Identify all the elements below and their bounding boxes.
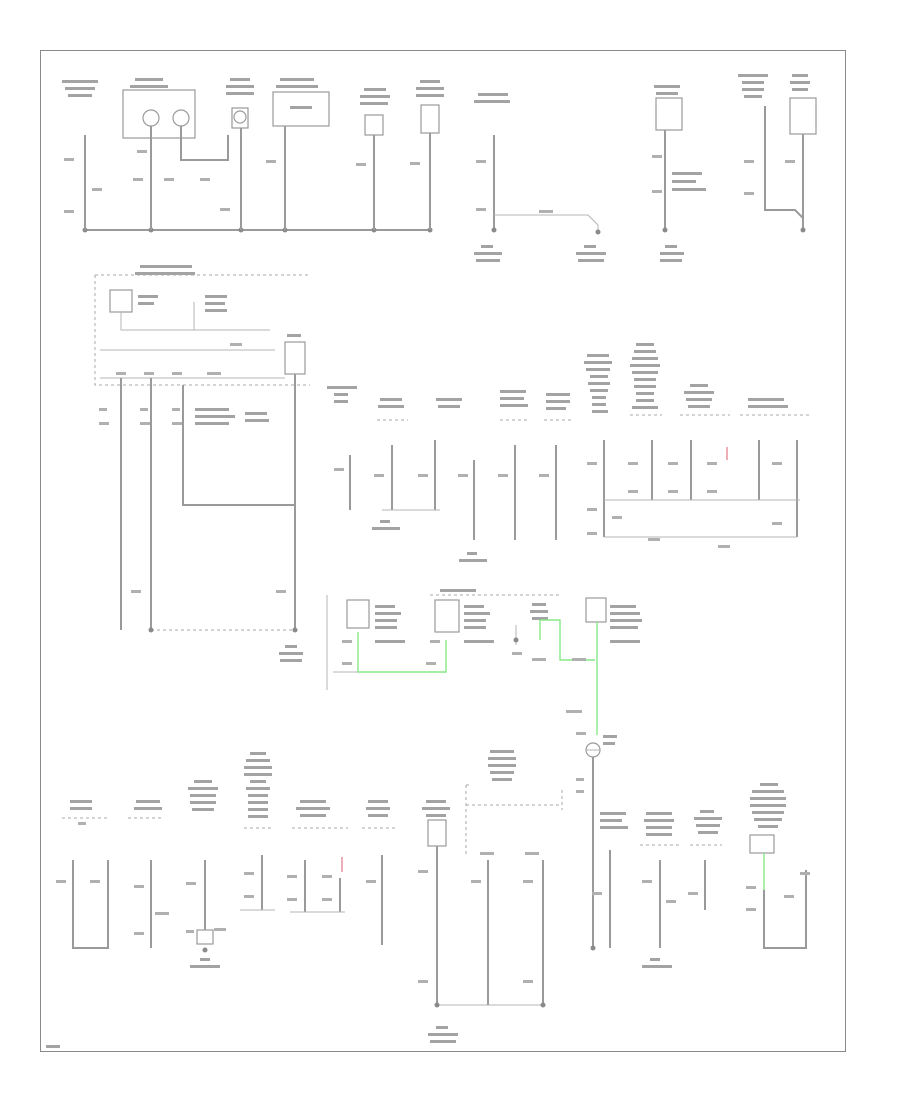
left-connector-block — [94, 265, 310, 662]
footer-tag — [46, 1045, 60, 1048]
top-component-3 — [220, 78, 254, 230]
middle-row-components — [327, 386, 572, 562]
top-component-4 — [266, 78, 330, 230]
top-component-5 — [356, 88, 390, 230]
top-component-2 — [122, 78, 229, 230]
right-cluster — [584, 343, 810, 548]
top-ground-branch — [474, 93, 606, 262]
center-harness — [326, 589, 642, 951]
top-ground-bus — [82, 227, 433, 233]
diagram-frame — [40, 50, 846, 1052]
bottom-row-components — [56, 750, 810, 1043]
top-right-components — [652, 74, 817, 262]
top-component-6 — [410, 80, 444, 230]
top-component-1 — [62, 80, 102, 230]
